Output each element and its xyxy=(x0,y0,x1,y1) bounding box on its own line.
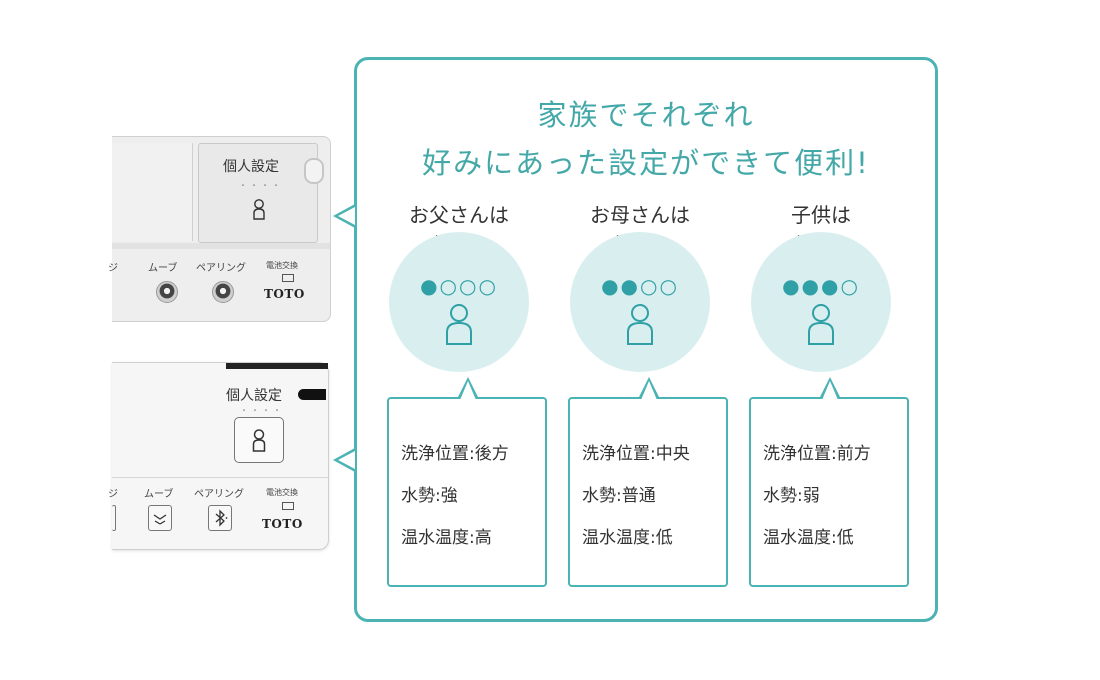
setting-dots: ・・・・ xyxy=(240,406,284,415)
indicator-slot xyxy=(304,158,324,184)
spec-water-temperature: 温水温度:低 xyxy=(763,528,854,548)
brand-logo: TOTO xyxy=(264,287,305,301)
pointer-bottom-inner xyxy=(338,451,355,469)
settings-card-1: 洗浄位置:後方 水勢:強 温水温度:高 xyxy=(387,377,547,587)
spec-water-pressure: 水勢:強 xyxy=(401,486,458,506)
who-label: お母さんは xyxy=(590,203,690,227)
partial-button[interactable] xyxy=(112,505,116,531)
who-label: 子供は xyxy=(791,203,851,227)
card-pointer-inner xyxy=(822,381,838,400)
settings-card-2: 洗浄位置:中央 水勢:普通 温水温度:低 xyxy=(568,377,728,587)
setting-bubble-1: ●○○○ xyxy=(389,232,529,372)
divider xyxy=(112,243,330,249)
remote-control-top: 個人設定 ・・・・ ジ ムーブ ペアリング 電池交換 TOTO xyxy=(108,136,331,322)
battery-change-label: 電池交換 xyxy=(266,488,298,497)
setting-bubble-3: ●●●○ xyxy=(751,232,891,372)
personal-settings-label: 個人設定 xyxy=(223,159,279,175)
brand-logo: TOTO xyxy=(262,517,303,531)
spec-water-temperature: 温水温度:低 xyxy=(582,528,673,548)
move-label: ムーブ xyxy=(148,263,178,274)
card-pointer-inner xyxy=(460,381,476,400)
pairing-label: ペアリング xyxy=(196,263,246,274)
spec-water-pressure: 水勢:弱 xyxy=(763,486,820,506)
headline-line-1: 家族でそれぞれ xyxy=(537,98,755,132)
setting-bubble-2: ●●○○ xyxy=(570,232,710,372)
spec-wash-position: 洗浄位置:中央 xyxy=(582,444,690,464)
personal-settings-button[interactable] xyxy=(234,417,284,463)
remote-control-bottom: 個人設定 ・・・・ ジ ムーブ ペアリング 電池交換 TOTO xyxy=(108,362,329,550)
person-icon xyxy=(627,304,653,345)
person-icon xyxy=(808,304,834,345)
move-button[interactable] xyxy=(156,281,178,303)
card-pointer-inner xyxy=(641,381,657,400)
button-label-partial: ジ xyxy=(108,263,118,274)
setting-dots: ●●○○ xyxy=(601,274,679,298)
battery-icon xyxy=(282,502,294,510)
setting-dots: ●●●○ xyxy=(782,274,860,298)
pairing-button[interactable] xyxy=(212,281,234,303)
headline-line-2: 好みにあった設定ができて便利! xyxy=(422,146,870,180)
battery-change-label: 電池交換 xyxy=(266,261,298,270)
bluetooth-icon xyxy=(215,509,228,527)
move-icon xyxy=(153,514,167,525)
person-icon xyxy=(446,304,472,345)
divider xyxy=(112,477,328,478)
personal-settings-button[interactable]: 個人設定 ・・・・ xyxy=(198,143,324,243)
spec-wash-position: 洗浄位置:後方 xyxy=(401,444,509,464)
info-panel: 家族でそれぞれ 好みにあった設定ができて便利! お父さんは 設定1 ●○○○ 洗… xyxy=(354,57,938,622)
blank-button-area xyxy=(112,143,193,241)
spec-wash-position: 洗浄位置:前方 xyxy=(763,444,871,464)
battery-icon xyxy=(282,274,294,282)
setting-dots: ・・・・ xyxy=(239,181,283,190)
move-label: ムーブ xyxy=(144,489,174,500)
spec-water-pressure: 水勢:普通 xyxy=(582,486,656,506)
setting-dots: ●○○○ xyxy=(420,274,498,298)
person-icon xyxy=(252,429,266,452)
pairing-label: ペアリング xyxy=(194,489,244,500)
indicator-bar xyxy=(298,389,326,400)
person-icon xyxy=(253,199,265,220)
settings-card-3: 洗浄位置:前方 水勢:弱 温水温度:低 xyxy=(749,377,909,587)
button-label-partial: ジ xyxy=(108,489,118,500)
personal-settings-label: 個人設定 xyxy=(226,388,282,404)
top-edge-bar xyxy=(226,363,328,369)
pointer-top-inner xyxy=(338,207,355,225)
who-label: お父さんは xyxy=(409,203,509,227)
spec-water-temperature: 温水温度:高 xyxy=(401,528,492,548)
move-button[interactable] xyxy=(148,505,172,531)
pairing-button[interactable] xyxy=(208,505,232,531)
